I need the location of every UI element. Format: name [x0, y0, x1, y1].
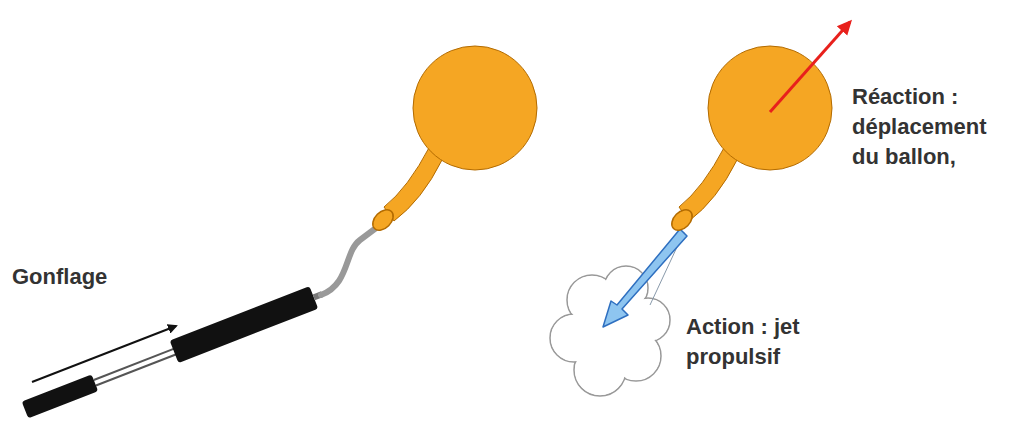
pump-body: [170, 286, 318, 363]
jet-arrow: [603, 229, 687, 327]
caption-label: Action : jet propulsif: [686, 312, 811, 372]
balloon-knot: [668, 206, 696, 234]
pump-rod: [96, 354, 177, 386]
balloon-neck: [384, 146, 442, 221]
balloon-knot: [369, 206, 397, 234]
tube: [321, 228, 376, 295]
exhaust-cloud: [550, 266, 670, 396]
inflation-arrow: [32, 326, 176, 382]
pump: [21, 283, 327, 421]
balloon: [413, 46, 537, 170]
caption-label: Gonflage: [12, 262, 107, 292]
reaction-arrow: [770, 22, 850, 112]
caption-label: Réaction : déplacement du ballon,: [852, 82, 1002, 172]
